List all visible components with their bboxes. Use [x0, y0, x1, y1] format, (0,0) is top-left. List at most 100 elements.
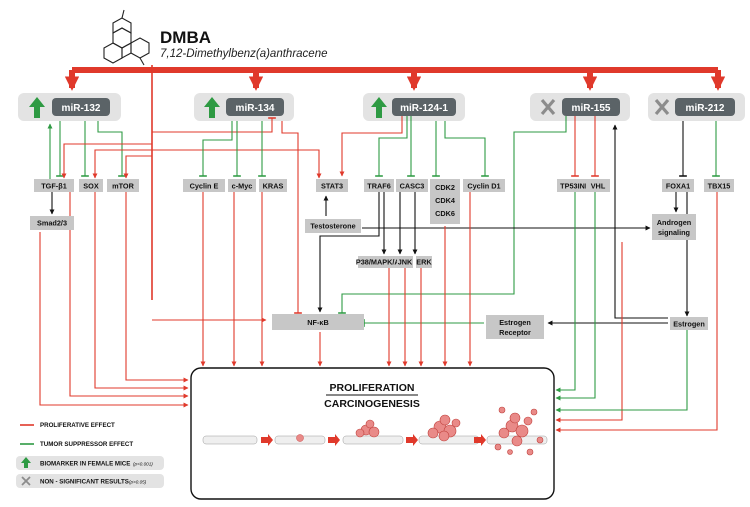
svg-text:Estrogen: Estrogen	[673, 320, 705, 329]
gene-sox: SOX	[79, 179, 103, 192]
mirna-panel-155: miR-155	[530, 93, 630, 121]
gene-cyclin-e: Cyclin E	[183, 179, 225, 192]
svg-text:TGF-β1: TGF-β1	[41, 182, 67, 191]
tgf-to-outcome	[69, 192, 189, 399]
svg-text:P38/MAPK/Akt: P38/MAPK/Akt	[356, 258, 407, 267]
svg-text:TP53INP1: TP53INP1	[560, 182, 594, 191]
mir155-inhibits-nfkb	[338, 116, 567, 314]
cross-icon	[654, 98, 670, 116]
diagram-subtitle: 7,12-Dimethylbenz(a)anthracene	[160, 48, 327, 60]
androgen-to-outcome	[555, 242, 623, 423]
svg-text:VHL: VHL	[591, 182, 606, 191]
gene-erk: ERK	[416, 256, 432, 268]
mirna-label: miR-155	[572, 103, 611, 114]
gene-casc3: CASC3	[396, 179, 428, 192]
gene-foxa1: FOXA1	[662, 179, 694, 192]
dmba-to-tgf	[61, 143, 152, 179]
svg-text:Testosterone: Testosterone	[310, 222, 355, 231]
svg-text:CDK2: CDK2	[435, 183, 455, 192]
gene-tgf-b1: TGF-β1	[34, 179, 74, 192]
gene-vhl: VHL	[586, 179, 610, 192]
dmba-molecule-icon	[103, 9, 150, 66]
dmba-to-sox	[92, 149, 152, 179]
gene-testosterone: Testosterone	[305, 219, 361, 233]
gene-mtor: mTOR	[107, 179, 139, 192]
dmba-to-mtor	[123, 155, 152, 179]
gene-smad2-3: Smad2/3	[30, 216, 74, 230]
svg-text:KRAS: KRAS	[263, 182, 284, 191]
normal-cell-row-icon	[202, 434, 548, 445]
mirna-label: miR-212	[686, 103, 725, 114]
diagram-title: DMBA	[160, 28, 211, 47]
mir134-nfkb-link	[281, 121, 302, 314]
cross-icon	[540, 98, 556, 116]
gene-estrogen: Estrogen	[670, 317, 708, 330]
gene-kras: KRAS	[259, 179, 287, 192]
gene-tbx15: TBX15	[704, 179, 734, 192]
up-arrow-icon	[21, 457, 31, 468]
gene-nf-kb: NF-κB	[272, 314, 364, 330]
svg-text:ERK: ERK	[416, 258, 432, 267]
tumor-cluster-icon	[355, 406, 544, 456]
mir134-inhibits-cycline	[199, 121, 233, 177]
mirna-panel-132: miR-132	[18, 93, 121, 121]
legend-green: TUMOR SUPPRESSOR EFFECT	[40, 441, 133, 448]
sox-to-outcome	[94, 192, 189, 391]
cross-icon	[21, 476, 31, 486]
svg-text:CASC3: CASC3	[400, 182, 425, 191]
mir124-inhibits-cyclind1	[444, 121, 489, 177]
legend-red: PROLIFERATIVE EFFECT	[40, 422, 115, 429]
progression-arrows	[261, 434, 486, 446]
vhl-to-outcome	[555, 192, 596, 401]
mir124-inhibits-traf6	[375, 116, 408, 177]
legend-ns-p: (p>0.05)	[129, 480, 147, 485]
svg-text:TBX15: TBX15	[708, 182, 731, 191]
svg-text:NF-κB: NF-κB	[307, 318, 329, 327]
svg-text:Cyclin E: Cyclin E	[190, 182, 219, 191]
gene-jnk: JNK	[397, 256, 413, 268]
smad-to-outcome	[39, 232, 189, 408]
legend: PROLIFERATIVE EFFECT TUMOR SUPPRESSOR EF…	[16, 422, 164, 488]
up-arrow-icon	[29, 97, 45, 118]
mirna-panel-212: miR-212	[648, 93, 745, 121]
mtor-to-outcome	[125, 192, 189, 383]
svg-text:FOXA1: FOXA1	[666, 182, 690, 191]
gene-p38-mapk-akt: P38/MAPK/Akt	[356, 256, 407, 268]
svg-text:mTOR: mTOR	[112, 182, 134, 191]
tp53inp1-to-outcome	[555, 192, 576, 393]
up-arrow-icon	[204, 97, 220, 118]
svg-text:STAT3: STAT3	[321, 182, 343, 191]
mirna-panel-134: miR-134	[194, 93, 294, 121]
gene-traf6: TRAF6	[364, 179, 394, 192]
svg-text:CDK4: CDK4	[435, 196, 456, 205]
dmba-inhibits-mir134	[152, 117, 276, 133]
svg-text:JNK: JNK	[398, 258, 413, 267]
legend-up: BIOMARKER IN FEMALE MICE	[40, 461, 130, 468]
svg-text:Cyclin D1: Cyclin D1	[467, 182, 500, 191]
connectors	[39, 116, 720, 433]
up-arrow-icon	[371, 97, 387, 118]
legend-ns: NON - SIGNIFICANT RESULTS	[40, 479, 129, 486]
mir124-to-stat3	[339, 116, 403, 177]
svg-text:CDK6: CDK6	[435, 209, 455, 218]
mirna-label: miR-124-1	[400, 103, 448, 114]
estrogen-to-outcome	[555, 330, 688, 413]
svg-text:Smad2/3: Smad2/3	[37, 219, 67, 228]
dmba-to-stat3	[152, 149, 322, 179]
svg-text:c-Myc: c-Myc	[232, 182, 253, 191]
mirna-label: miR-134	[236, 103, 275, 114]
traf6-to-nfkb	[317, 192, 380, 313]
svg-text:SOX: SOX	[83, 182, 99, 191]
mirna-panel-124-1: miR-124-1	[363, 93, 465, 121]
outcome-box: PROLIFERATION CARCINOGENESIS	[190, 367, 555, 500]
svg-text:Androgen: Androgen	[657, 218, 691, 227]
gene-c-myc: c-Myc	[228, 179, 256, 192]
gene-stat3: STAT3	[316, 179, 348, 192]
tbx15-to-outcome	[555, 192, 718, 433]
outcome-line1: PROLIFERATION	[330, 382, 415, 394]
outcome-line2: CARCINOGENESIS	[324, 398, 420, 410]
mir132-inhibits-mtor	[97, 121, 126, 177]
